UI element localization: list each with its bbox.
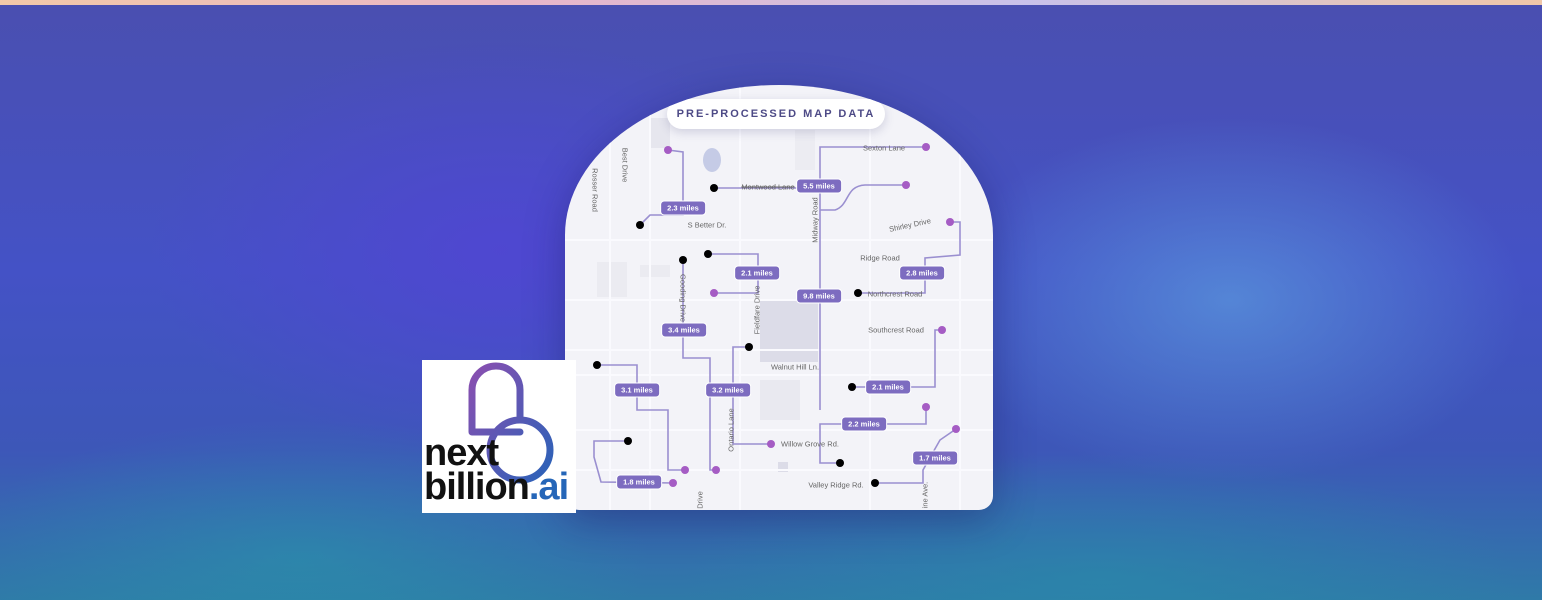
origin-pin [679, 256, 687, 264]
street-label: Willow Grove Rd. [781, 439, 839, 449]
map-canvas [565, 85, 993, 510]
logo-text-next: next [424, 432, 499, 474]
street-label: Northcrest Road [867, 289, 923, 299]
street-grid [565, 85, 993, 510]
street-label: Valley Ridge Rd. [808, 480, 864, 490]
origin-pin [704, 250, 712, 258]
distance-label: 1.7 miles [912, 450, 958, 466]
origin-pin [836, 459, 844, 467]
street-label: Ridge Road [860, 253, 900, 263]
distance-label: 2.3 miles [660, 200, 706, 216]
distance-label: 2.1 miles [734, 265, 780, 281]
distance-label: 1.8 miles [616, 474, 662, 490]
street-label: Montwood Lane [741, 182, 795, 192]
logo-text-billion-word: billion [424, 466, 530, 508]
nextbillion-logo: next billion.ai [422, 360, 576, 513]
street-label: Drive [695, 491, 705, 509]
distance-label: 9.8 miles [796, 288, 842, 304]
route-line [819, 407, 927, 464]
street-label: Ontario Lane [726, 408, 736, 452]
street-label: Gooding Drive [678, 274, 688, 322]
distance-label: 3.4 miles [661, 322, 707, 338]
destination-pin [902, 181, 910, 189]
street-label: Best Drive [620, 147, 630, 183]
street-label: Fieldfare Drive [752, 285, 762, 335]
origin-pin [624, 437, 632, 445]
destination-pin [681, 466, 689, 474]
street-label: Sexton Lane [862, 143, 906, 153]
distance-label: 2.1 miles [865, 379, 911, 395]
distance-label: 2.8 miles [899, 265, 945, 281]
origin-pin [854, 289, 862, 297]
destination-pin [922, 403, 930, 411]
destination-pin [767, 440, 775, 448]
distance-label: 3.1 miles [614, 382, 660, 398]
destination-pin [710, 289, 718, 297]
street-label: S Better Dr. [687, 220, 727, 230]
distance-label: 5.5 miles [796, 178, 842, 194]
street-label: Southcrest Road [868, 325, 924, 335]
map-card: PRE-PROCESSED MAP DATA Best Drive Rosser… [565, 85, 993, 510]
destination-pin [922, 143, 930, 151]
route-line [597, 364, 685, 471]
origin-pin [745, 343, 753, 351]
distance-label: 3.2 miles [705, 382, 751, 398]
route-line [875, 428, 957, 484]
distance-label: 2.2 miles [841, 416, 887, 432]
map-blocks [597, 118, 818, 472]
street-label: Walnut Hill Ln. [770, 362, 820, 372]
logo-text-ai: .ai [528, 466, 569, 508]
destination-pin [938, 326, 946, 334]
route-line [858, 221, 961, 294]
street-label: ine Ave. [920, 481, 930, 509]
destination-pin [712, 466, 720, 474]
logo-text-billion: billion.ai [424, 466, 569, 509]
destination-pin [952, 425, 960, 433]
destination-pin [946, 218, 954, 226]
origin-pin [593, 361, 601, 369]
route-pins [593, 143, 960, 487]
destination-pin [669, 479, 677, 487]
origin-pin [871, 479, 879, 487]
street-label: Rosser Road [590, 168, 600, 212]
origin-pin [636, 221, 644, 229]
origin-pin [710, 184, 718, 192]
origin-pin [848, 383, 856, 391]
route-line [852, 329, 942, 388]
destination-pin [664, 146, 672, 154]
top-accent-strip [0, 0, 1542, 5]
map-title-pill: PRE-PROCESSED MAP DATA [667, 99, 885, 129]
route-line [820, 184, 906, 211]
route-line [819, 146, 926, 410]
street-label: Midway Road [810, 197, 820, 243]
logo-symbol-icon [468, 362, 554, 484]
